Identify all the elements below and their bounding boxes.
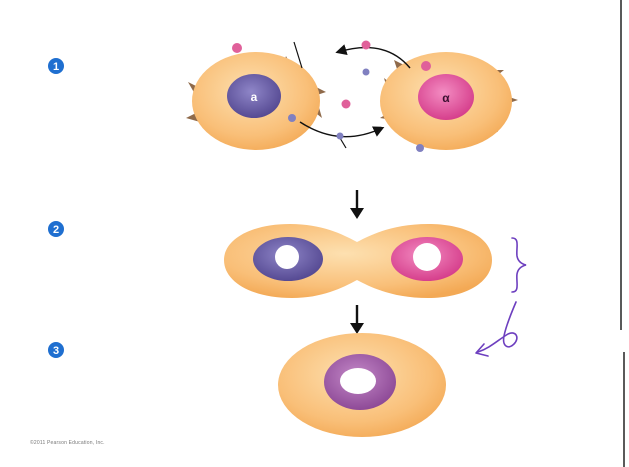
mating-factors-alpha (232, 40, 431, 109)
down-arrow-1 (350, 190, 364, 219)
zygote-nucleus-spot (340, 368, 376, 394)
svg-text:1: 1 (53, 61, 59, 73)
svg-text:2: 2 (53, 224, 59, 236)
cell-a-nucleus (227, 74, 281, 118)
cell-a-label: a (251, 90, 258, 104)
cell-alpha-nucleus (418, 74, 474, 120)
step-badge-3: 3 (48, 342, 64, 358)
mating-factors-a (288, 68, 424, 152)
annotation-arrowhead (475, 343, 489, 357)
pointer-line-top (293, 41, 303, 69)
pointer-line-bottom (339, 137, 347, 149)
fusing-nucleus-alpha-spot (413, 243, 441, 271)
copyright-text: ©2011 Pearson Education, Inc. (30, 440, 105, 446)
cell-alpha-label: α (442, 91, 450, 105)
fusing-nucleus-a-spot (275, 245, 299, 269)
step-badge-2: 2 (48, 221, 64, 237)
annotation-curl-arrow (477, 301, 518, 353)
annotation-brace (511, 237, 527, 293)
step-badge-1: 1 (48, 58, 64, 74)
down-arrow-2 (350, 305, 364, 334)
signal-arrow-top (335, 44, 411, 69)
svg-text:3: 3 (53, 345, 59, 357)
